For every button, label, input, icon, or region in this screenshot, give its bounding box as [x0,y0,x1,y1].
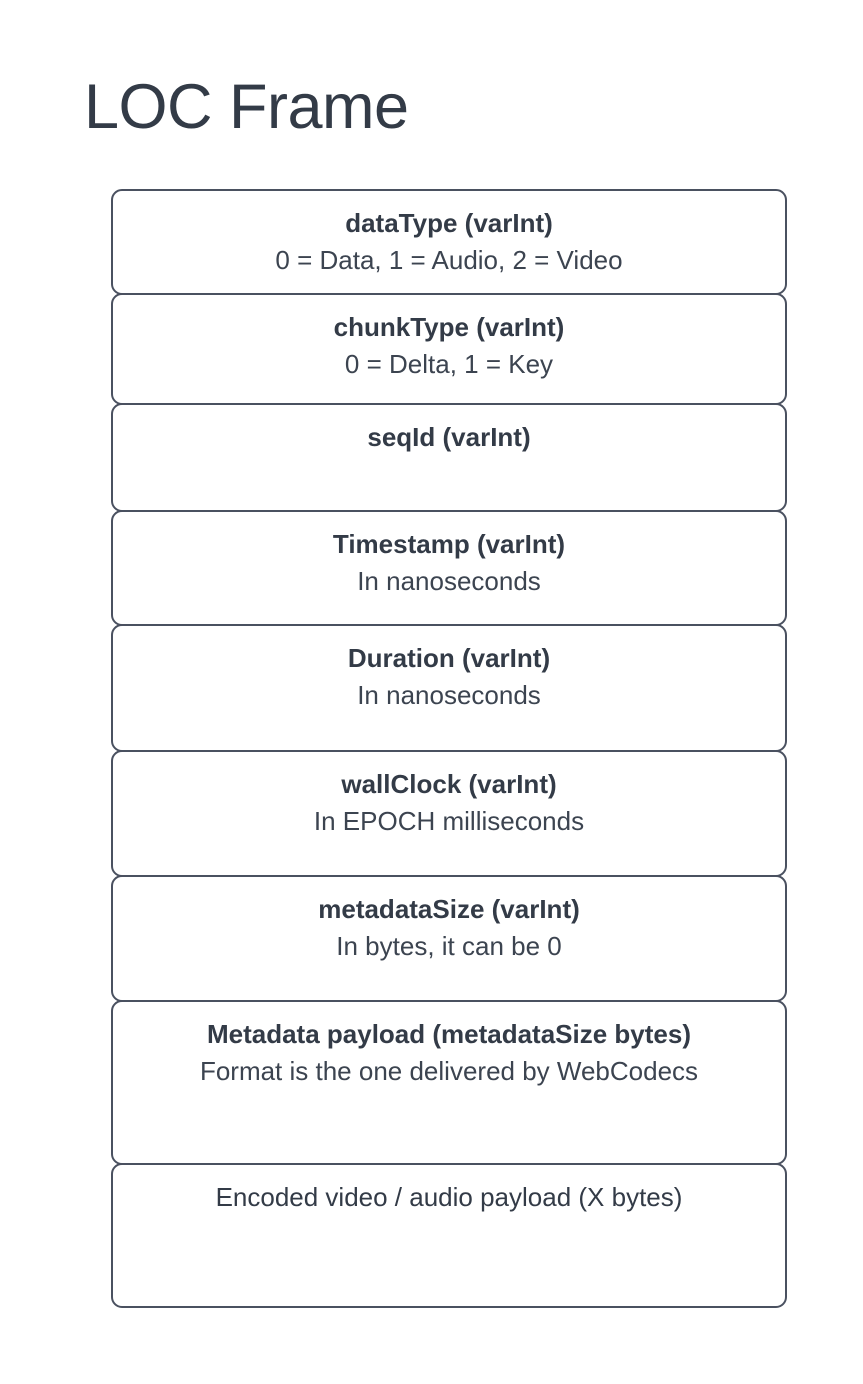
field-description: Format is the one delivered by WebCodecs [199,1055,699,1086]
field-title: Timestamp (varInt) [332,529,566,559]
field-description: 0 = Data, 1 = Audio, 2 = Video [275,244,623,275]
frame-field-timestamp: Timestamp (varInt) In nanoseconds [111,510,787,626]
field-description: In EPOCH milliseconds [313,805,585,836]
field-description: In bytes, it can be 0 [336,930,562,961]
field-title: dataType (varInt) [345,208,553,238]
field-title: wallClock (varInt) [341,769,557,799]
frame-field-seqId: seqId (varInt) [111,403,787,512]
frame-field-wallClock: wallClock (varInt) In EPOCH milliseconds [111,750,787,877]
field-title: Encoded video / audio payload (X bytes) [215,1182,683,1212]
field-title: chunkType (varInt) [333,312,565,342]
frame-field-dataType: dataType (varInt) 0 = Data, 1 = Audio, 2 … [111,189,787,295]
frame-field-duration: Duration (varInt) In nanoseconds [111,624,787,752]
field-title: metadataSize (varInt) [318,894,580,924]
field-description: In nanoseconds [357,565,541,596]
field-title: Metadata payload (metadataSize bytes) [206,1019,692,1049]
frame-field-metadata-payload: Metadata payload (metadataSize bytes) For… [111,1000,787,1165]
frame-field-metadataSize: metadataSize (varInt) In bytes, it can be… [111,875,787,1002]
page-title: LOC Frame [84,72,409,142]
field-description: In nanoseconds [357,679,541,710]
field-title: Duration (varInt) [347,643,551,673]
frame-field-chunkType: chunkType (varInt) 0 = Delta, 1 = Key [111,293,787,405]
frame-field-encoded-payload: Encoded video / audio payload (X bytes) [111,1163,787,1308]
field-title: seqId (varInt) [367,422,531,452]
field-description: 0 = Delta, 1 = Key [344,348,554,379]
frame-field-stack: dataType (varInt) 0 = Data, 1 = Audio, 2 … [111,189,787,1308]
